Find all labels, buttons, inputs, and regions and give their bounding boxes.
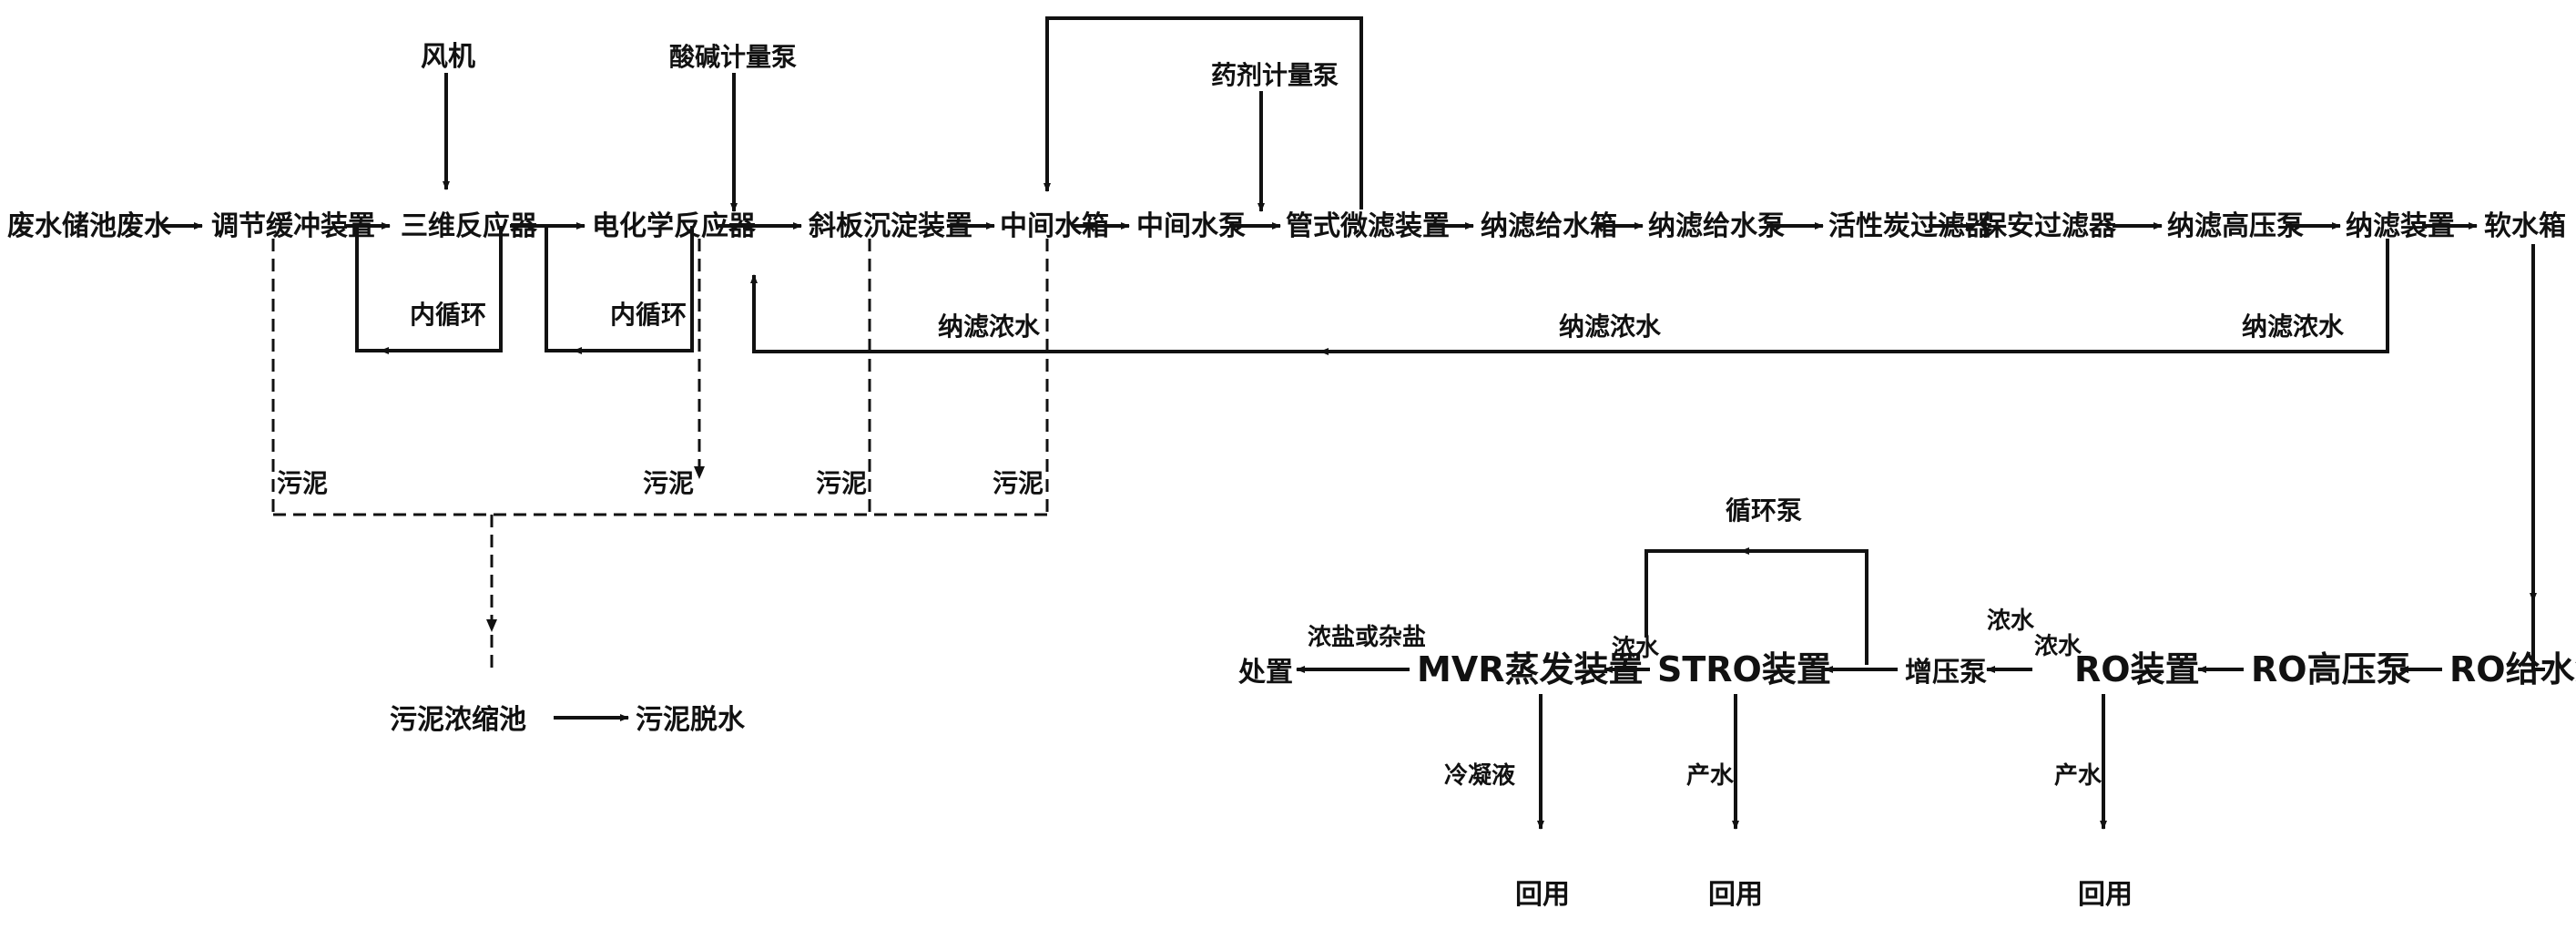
label-internal-cycle-1: 内循环 <box>410 300 486 330</box>
node-mvr-unit: MVR蒸发装置 <box>1417 649 1644 689</box>
sludge-arrowhead <box>694 466 705 479</box>
sludge-lines <box>271 239 1049 674</box>
line-labels: 风机 酸碱计量泵 药剂计量泵 内循环 内循环 纳滤浓水 纳滤浓水 纳滤浓水 污泥… <box>277 41 2345 911</box>
node-nf-feed-tank: 纳滤给水箱 <box>1481 210 1617 242</box>
node-ro-unit: RO装置 <box>2074 649 2200 689</box>
internal-cycle-1 <box>355 226 503 352</box>
node-nf-unit: 纳滤装置 <box>2346 210 2455 242</box>
label-product-water-2: 产水 <box>2054 762 2103 790</box>
sludge-arrowheads <box>486 466 705 632</box>
label-sludge-2: 污泥 <box>643 468 694 498</box>
label-agent-dosing: 药剂计量泵 <box>1211 60 1339 90</box>
label-internal-cycle-2: 内循环 <box>610 300 687 330</box>
internal-cycle-2 <box>545 226 694 352</box>
node-electrochem-reactor: 电化学反应器 <box>592 210 757 242</box>
node-nf-hp-pump: 纳滤高压泵 <box>2167 210 2304 242</box>
label-blower: 风机 <box>421 41 475 73</box>
sludge-arrowhead <box>486 619 497 632</box>
label-circulation-pump: 循环泵 <box>1726 495 1802 526</box>
node-sludge-thickener: 污泥浓缩池 <box>390 704 526 736</box>
label-concentrate-ro-2: 浓水 <box>2034 633 2082 660</box>
node-mid-pump: 中间水泵 <box>1136 210 1246 242</box>
node-mid-tank: 中间水箱 <box>1000 210 1109 242</box>
node-sludge-dewater: 污泥脱水 <box>636 704 746 736</box>
node-nf-feed-pump: 纳滤给水泵 <box>1648 210 1785 242</box>
label-reuse-2: 回用 <box>1708 879 1763 911</box>
label-concentrate-ro-1: 浓水 <box>1987 607 2035 635</box>
label-condensate: 冷凝液 <box>1444 761 1515 790</box>
node-ro-hp-pump: RO高压泵 <box>2251 649 2411 689</box>
node-ceramic-membrane: 管式微滤装置 <box>1286 210 1450 242</box>
node-disposal: 处置 <box>1237 657 1293 689</box>
node-three-dim-reactor: 三维反应器 <box>401 210 538 242</box>
label-nf-concentrate-1: 纳滤浓水 <box>938 311 1041 342</box>
nf-concentrate-return <box>750 239 2389 353</box>
bypass-loop <box>1044 16 1363 209</box>
circulation-loop <box>1644 549 1868 665</box>
label-sludge-3: 污泥 <box>816 468 867 498</box>
label-sludge-1: 污泥 <box>277 468 328 498</box>
node-sedimentation: 斜板沉淀装置 <box>809 210 972 242</box>
label-nf-concentrate-3: 纳滤浓水 <box>2242 311 2345 342</box>
label-concentrate-stro: 浓水 <box>1612 635 1660 662</box>
label-sludge-4: 污泥 <box>993 468 1044 498</box>
node-carbon-filter: 活性炭过滤器 <box>1828 210 1993 242</box>
node-booster-pump: 增压泵 <box>1905 657 1987 689</box>
label-mvr-residue: 浓盐或杂盐 <box>1308 624 1426 651</box>
node-product-tank: 软水箱 <box>2484 210 2566 242</box>
main-flow-lines <box>162 16 2545 830</box>
node-security-filter: 保安过滤器 <box>1980 210 2117 242</box>
node-ro-feed-pump: RO给水泵 <box>2449 649 2576 689</box>
node-stro-unit: STRO装置 <box>1657 649 1831 689</box>
label-reuse-3: 回用 <box>2078 879 2133 911</box>
process-nodes: 废水储池废水 调节缓冲装置 三维反应器 电化学反应器 斜板沉淀装置 中间水箱 中… <box>7 210 2576 736</box>
label-acid-dosing: 酸碱计量泵 <box>669 42 797 72</box>
label-nf-concentrate-2: 纳滤浓水 <box>1559 311 1662 342</box>
label-reuse-1: 回用 <box>1515 879 1570 911</box>
node-equalization: 调节缓冲装置 <box>211 210 375 242</box>
label-product-water-1: 产水 <box>1686 762 1735 790</box>
node-raw-water: 废水储池废水 <box>7 210 172 242</box>
